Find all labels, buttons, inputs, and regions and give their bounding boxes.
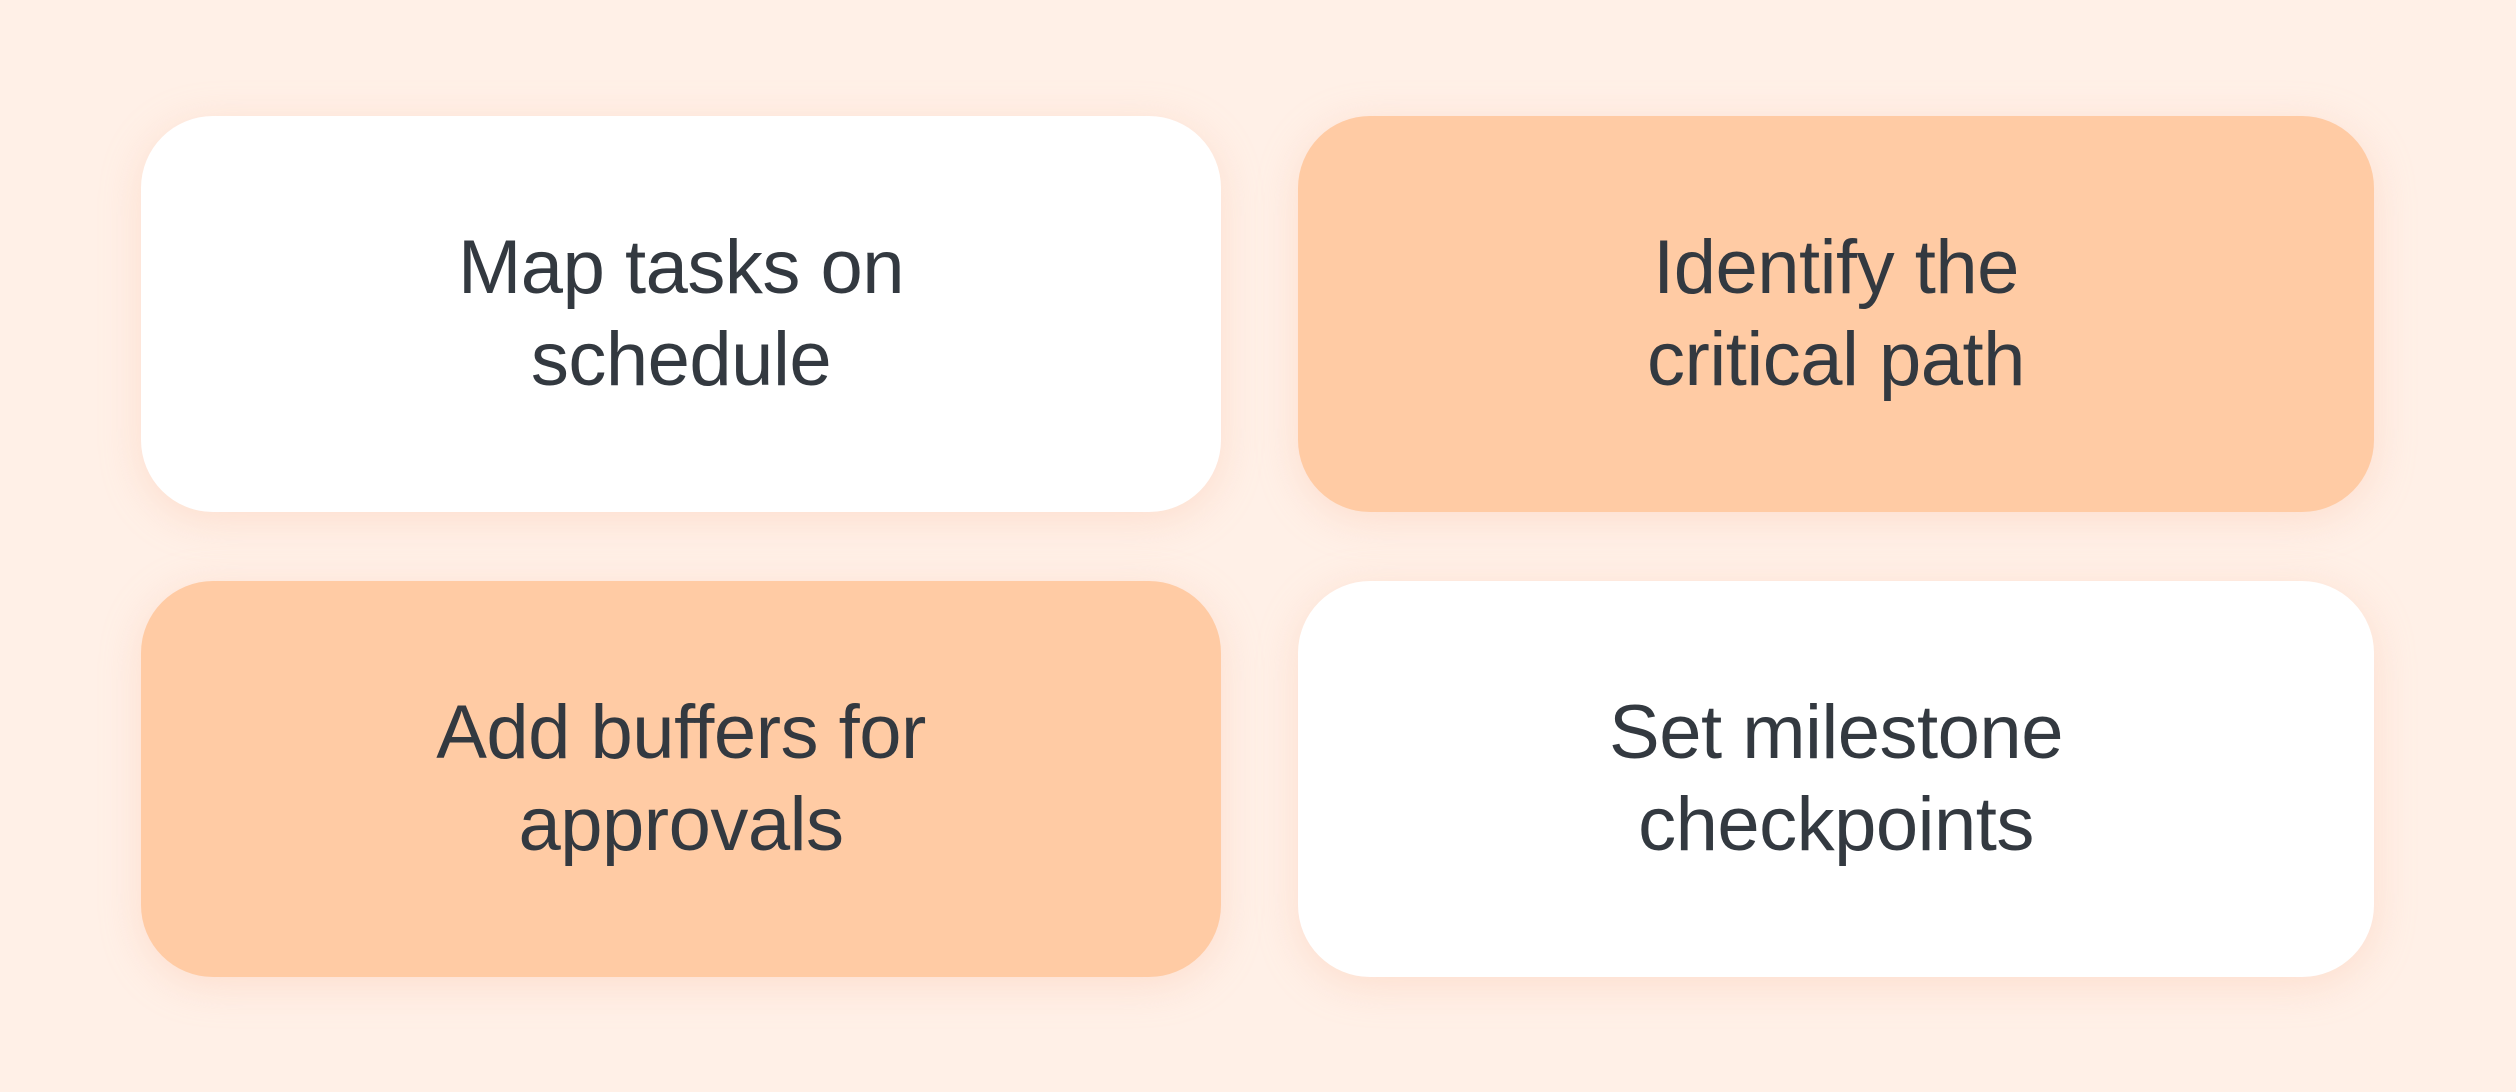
card-label: Add buffers for approvals [436,690,926,867]
card-label: Set milestone checkpoints [1609,690,2063,867]
card-add-buffers: Add buffers for approvals [141,581,1221,977]
card-label: Map tasks on schedule [458,225,905,402]
card-label: Identify the critical path [1647,225,2025,402]
card-map-tasks: Map tasks on schedule [141,116,1221,512]
card-critical-path: Identify the critical path [1298,116,2374,512]
card-milestones: Set milestone checkpoints [1298,581,2374,977]
